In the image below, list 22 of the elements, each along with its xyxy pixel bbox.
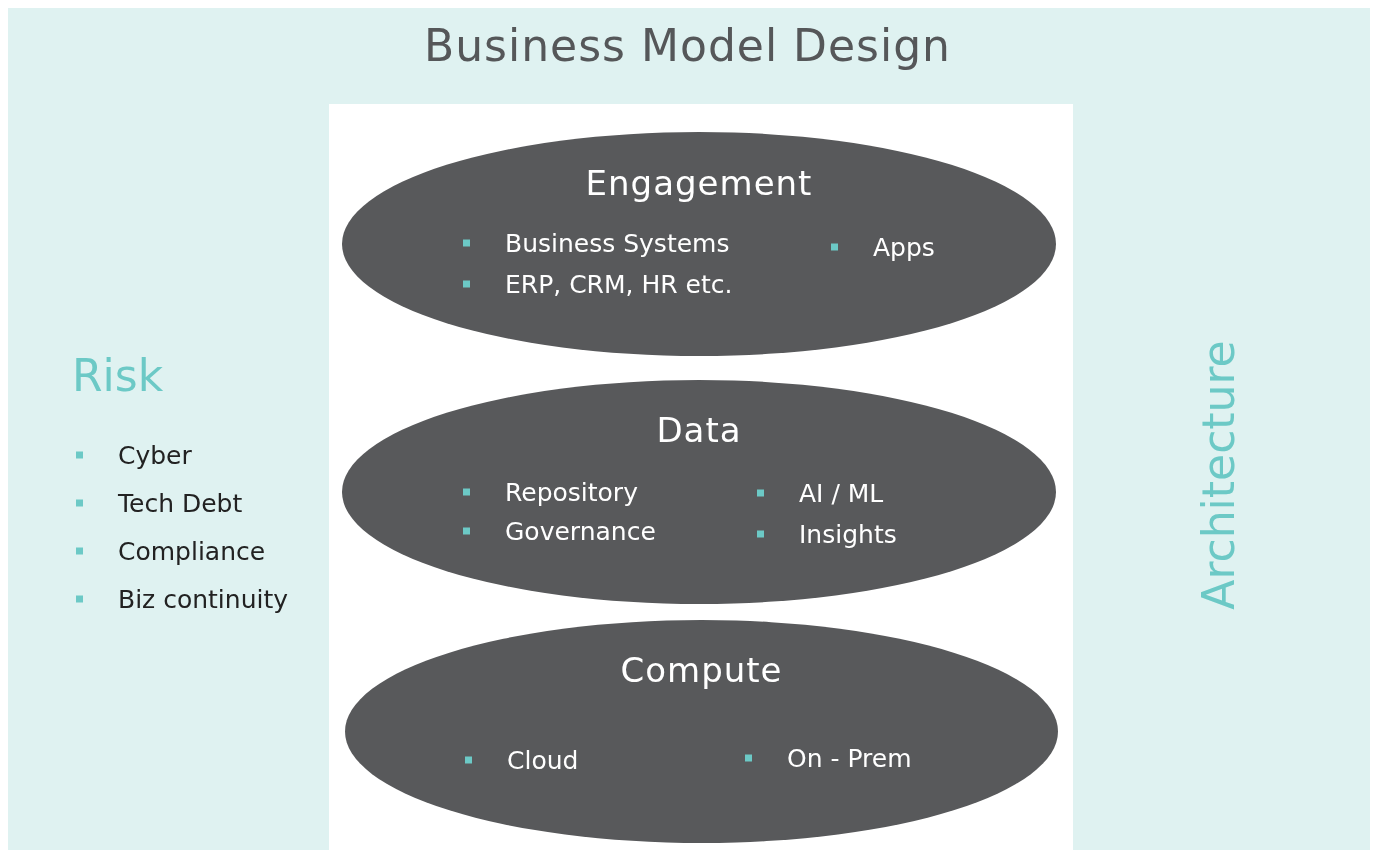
ellipse-heading: Data [655, 410, 743, 450]
bullet-item: Insights [755, 519, 897, 549]
ellipse-node [345, 620, 1058, 843]
bullet-item: Compliance [74, 536, 266, 566]
ellipse-node [342, 132, 1056, 356]
ellipse-heading: Engagement [584, 163, 814, 203]
title: Business Model Design [423, 20, 952, 71]
bullet-item: Apps [829, 232, 935, 262]
bullet-item: Repository [461, 477, 638, 507]
ellipse-node [342, 380, 1056, 604]
side-heading: Risk [72, 350, 164, 401]
bullet-item: Governance [461, 516, 656, 546]
bullet-item: ERP, CRM, HR etc. [461, 269, 733, 299]
bullet-item: Cyber [74, 440, 192, 470]
side-heading: Architecture [1192, 340, 1244, 610]
bullet-item: Cloud [463, 745, 579, 775]
ellipse-heading: Compute [619, 650, 784, 690]
bullet-item: Business Systems [461, 228, 730, 258]
bullet-item: AI / ML [755, 478, 884, 508]
bullet-item: Biz continuity [74, 584, 289, 614]
bullet-item: On - Prem [743, 743, 912, 773]
bullet-item: Tech Debt [74, 488, 243, 518]
